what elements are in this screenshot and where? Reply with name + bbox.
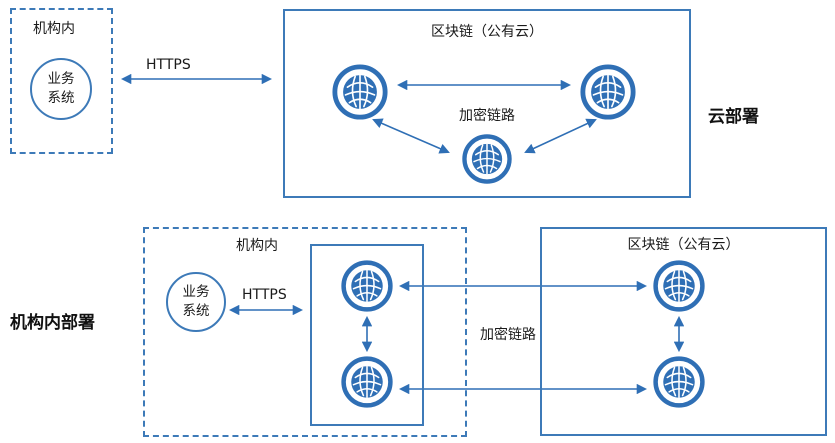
section-title-cloud: 云部署 (708, 107, 759, 127)
org-box-cloud-label: 机构内 (33, 21, 75, 37)
blockchain-node-icon (340, 355, 394, 409)
org-box-cloud (10, 8, 113, 154)
business-system-label-cloud: 业务系统 (47, 71, 75, 106)
business-system-circle-internal: 业务系统 (166, 272, 226, 332)
blockchain-node-icon (652, 355, 706, 409)
encrypted-link-label-cloud: 加密链路 (459, 108, 515, 124)
blockchain-box-cloud (283, 9, 691, 198)
blockchain-node-icon (652, 259, 706, 313)
business-system-label-internal: 业务系统 (182, 284, 210, 319)
https-label-cloud: HTTPS (146, 57, 191, 73)
blockchain-box-public (540, 227, 827, 436)
org-box-internal-label: 机构内 (236, 238, 278, 254)
blockchain-box-cloud-label: 区块链（公有云） (431, 24, 543, 40)
blockchain-node-icon (331, 63, 389, 121)
internal-node-box (310, 244, 424, 426)
section-title-internal: 机构内部署 (10, 313, 95, 333)
blockchain-box-public-label: 区块链（公有云） (627, 237, 740, 253)
encrypted-link-label-internal: 加密链路 (480, 327, 536, 343)
blockchain-node-icon (340, 259, 394, 313)
business-system-circle-cloud: 业务系统 (30, 58, 92, 120)
org-box-internal (143, 227, 467, 437)
blockchain-node-icon (579, 63, 637, 121)
https-label-internal: HTTPS (242, 287, 287, 303)
blockchain-node-icon (461, 133, 513, 185)
